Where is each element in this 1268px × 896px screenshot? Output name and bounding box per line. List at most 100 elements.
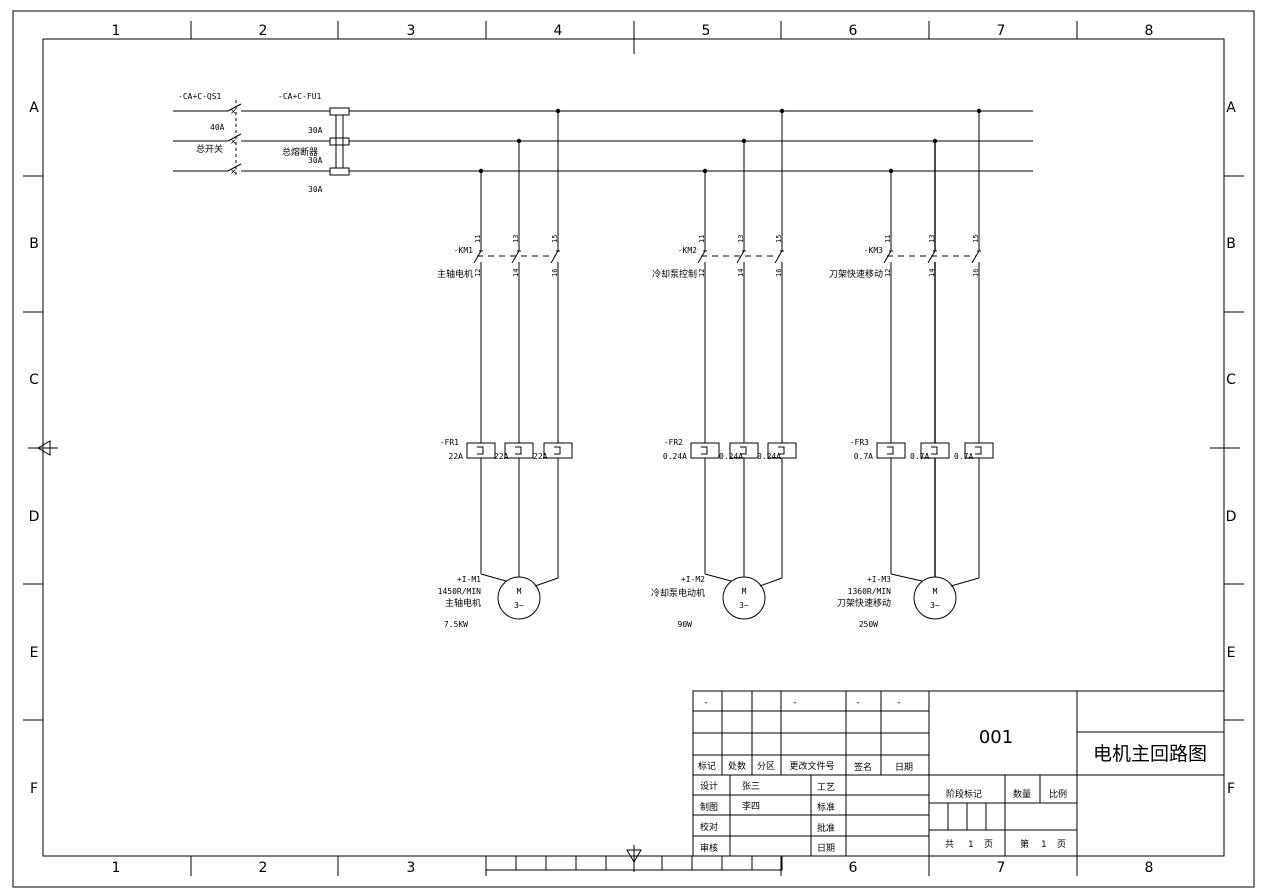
motor-desc: 冷却泵电动机 [651,587,705,599]
col-label-top-7: 7 [997,23,1006,39]
terminal-top: 11 [884,235,892,243]
switch-name: 总开关 [196,143,223,155]
col-label-bottom-7: 7 [997,860,1006,876]
row-label-left-e: E [30,645,39,661]
row-label-right-e: E [1227,645,1236,661]
motor-symbol [497,576,541,620]
motor-symbol [913,576,957,620]
terminal-top: 13 [737,235,745,243]
fuse-rating-3: 30A [308,185,323,194]
thermal-heater [975,446,982,455]
row-label-right-a: A [1226,100,1236,116]
relay-rating: 22A [494,452,509,461]
contactor-contact [511,250,520,264]
relay-rating: 0.7A [854,452,873,461]
motor-desc: 主轴电机 [445,597,481,609]
terminal-top: 11 [698,235,706,243]
conductor [480,573,507,582]
fuse-rating-2: 30A [308,156,323,165]
rev-dash-2: - [793,698,796,708]
contactor-desc: 冷却泵控制 [652,268,697,280]
thermal-heater [887,446,894,455]
contactor-contact [473,250,482,264]
centering-arrow-left-icon [37,440,51,456]
col-label-top-8: 8 [1145,23,1154,39]
row-label-right-b: B [1226,236,1236,252]
col-label-bottom-8: 8 [1145,860,1154,876]
contactor-desc: 主轴电机 [437,268,473,280]
terminal-bottom: 12 [698,269,706,277]
motor-phase: 3~ [739,601,749,610]
svg-text:×: × [230,167,237,176]
terminal-bottom: 12 [884,269,892,277]
thermal-heater [931,446,938,455]
label-design: 设计 [700,780,718,792]
page-prefix: 第 [1020,838,1029,850]
col-label-top-5: 5 [702,23,711,39]
terminal-top: 11 [474,235,482,243]
label-count: 处数 [728,760,746,772]
contactor-contact [927,250,936,264]
thermal-element [690,442,720,459]
thermal-element [466,442,496,459]
contactor-tag: -KM1 [454,246,473,255]
label-draw: 制图 [700,801,718,813]
label-approve: 批准 [817,822,835,834]
svg-text:×: × [230,107,237,116]
stage-mark-label: 阶段标记 [946,788,982,800]
motor-speed: 1450R/MIN [438,587,482,596]
col-label-bottom-6: 6 [849,860,858,876]
contactor-desc: 刀架快速移动 [829,268,883,280]
terminal-bottom: 12 [474,269,482,277]
row-label-right-f: F [1227,781,1235,797]
contactor-tag: -KM3 [864,246,883,255]
rev-dash-1: - [704,698,707,708]
relay-rating: 22A [449,452,464,461]
column-ticks [190,21,1078,876]
terminal-bottom: 16 [551,269,559,277]
svg-text:×: × [230,137,237,146]
motor-desc: 刀架快速移动 [837,597,891,609]
terminal-bottom: 14 [928,269,936,277]
page-unit: 页 [1057,839,1066,850]
motor-phase: 3~ [514,601,524,610]
total-pages-prefix: 共 [945,839,954,850]
motor-tag: +I-M2 [681,575,705,584]
motor-phase: 3~ [930,601,940,610]
motor-tag: +I-M1 [457,575,481,584]
label-date2: 日期 [817,843,835,854]
fuse-tag: -CA+C-FU1 [278,92,322,101]
designer-name: 张三 [742,781,760,792]
col-label-bottom-2: 2 [259,860,268,876]
conductor [534,577,559,587]
conductor [950,577,980,587]
col-label-top-4: 4 [554,23,563,39]
total-pages: 1 [968,840,974,850]
branch-3 [876,108,994,620]
rev-dash-4: - [897,698,900,708]
terminal-top: 15 [775,235,783,243]
label-process: 工艺 [817,782,835,793]
terminal-bottom: 16 [775,269,783,277]
drawing-title: 电机主回路图 [1093,743,1207,765]
relay-rating: 22A [533,452,548,461]
col-label-top-3: 3 [407,23,416,39]
drawing-number: 001 [979,727,1013,748]
col-label-top-6: 6 [849,23,858,39]
label-doc-no: 更改文件号 [789,760,834,772]
fuse-symbols [329,107,350,176]
col-label-top-1: 1 [112,23,121,39]
contactor-contact [774,250,783,264]
conductor [759,577,783,587]
motor-letter: M [517,587,522,596]
row-label-right-c: C [1226,372,1236,388]
relay-rating: 0.24A [757,452,781,461]
motor-letter: M [742,587,747,596]
motor-power: 90W [678,620,693,629]
contactor-tag: -KM2 [678,246,697,255]
relay-rating: 0.7A [954,452,973,461]
switch-tag: -CA+C-QS1 [178,92,222,101]
drafter-name: 李四 [742,800,760,812]
col-label-top-2: 2 [259,23,268,39]
